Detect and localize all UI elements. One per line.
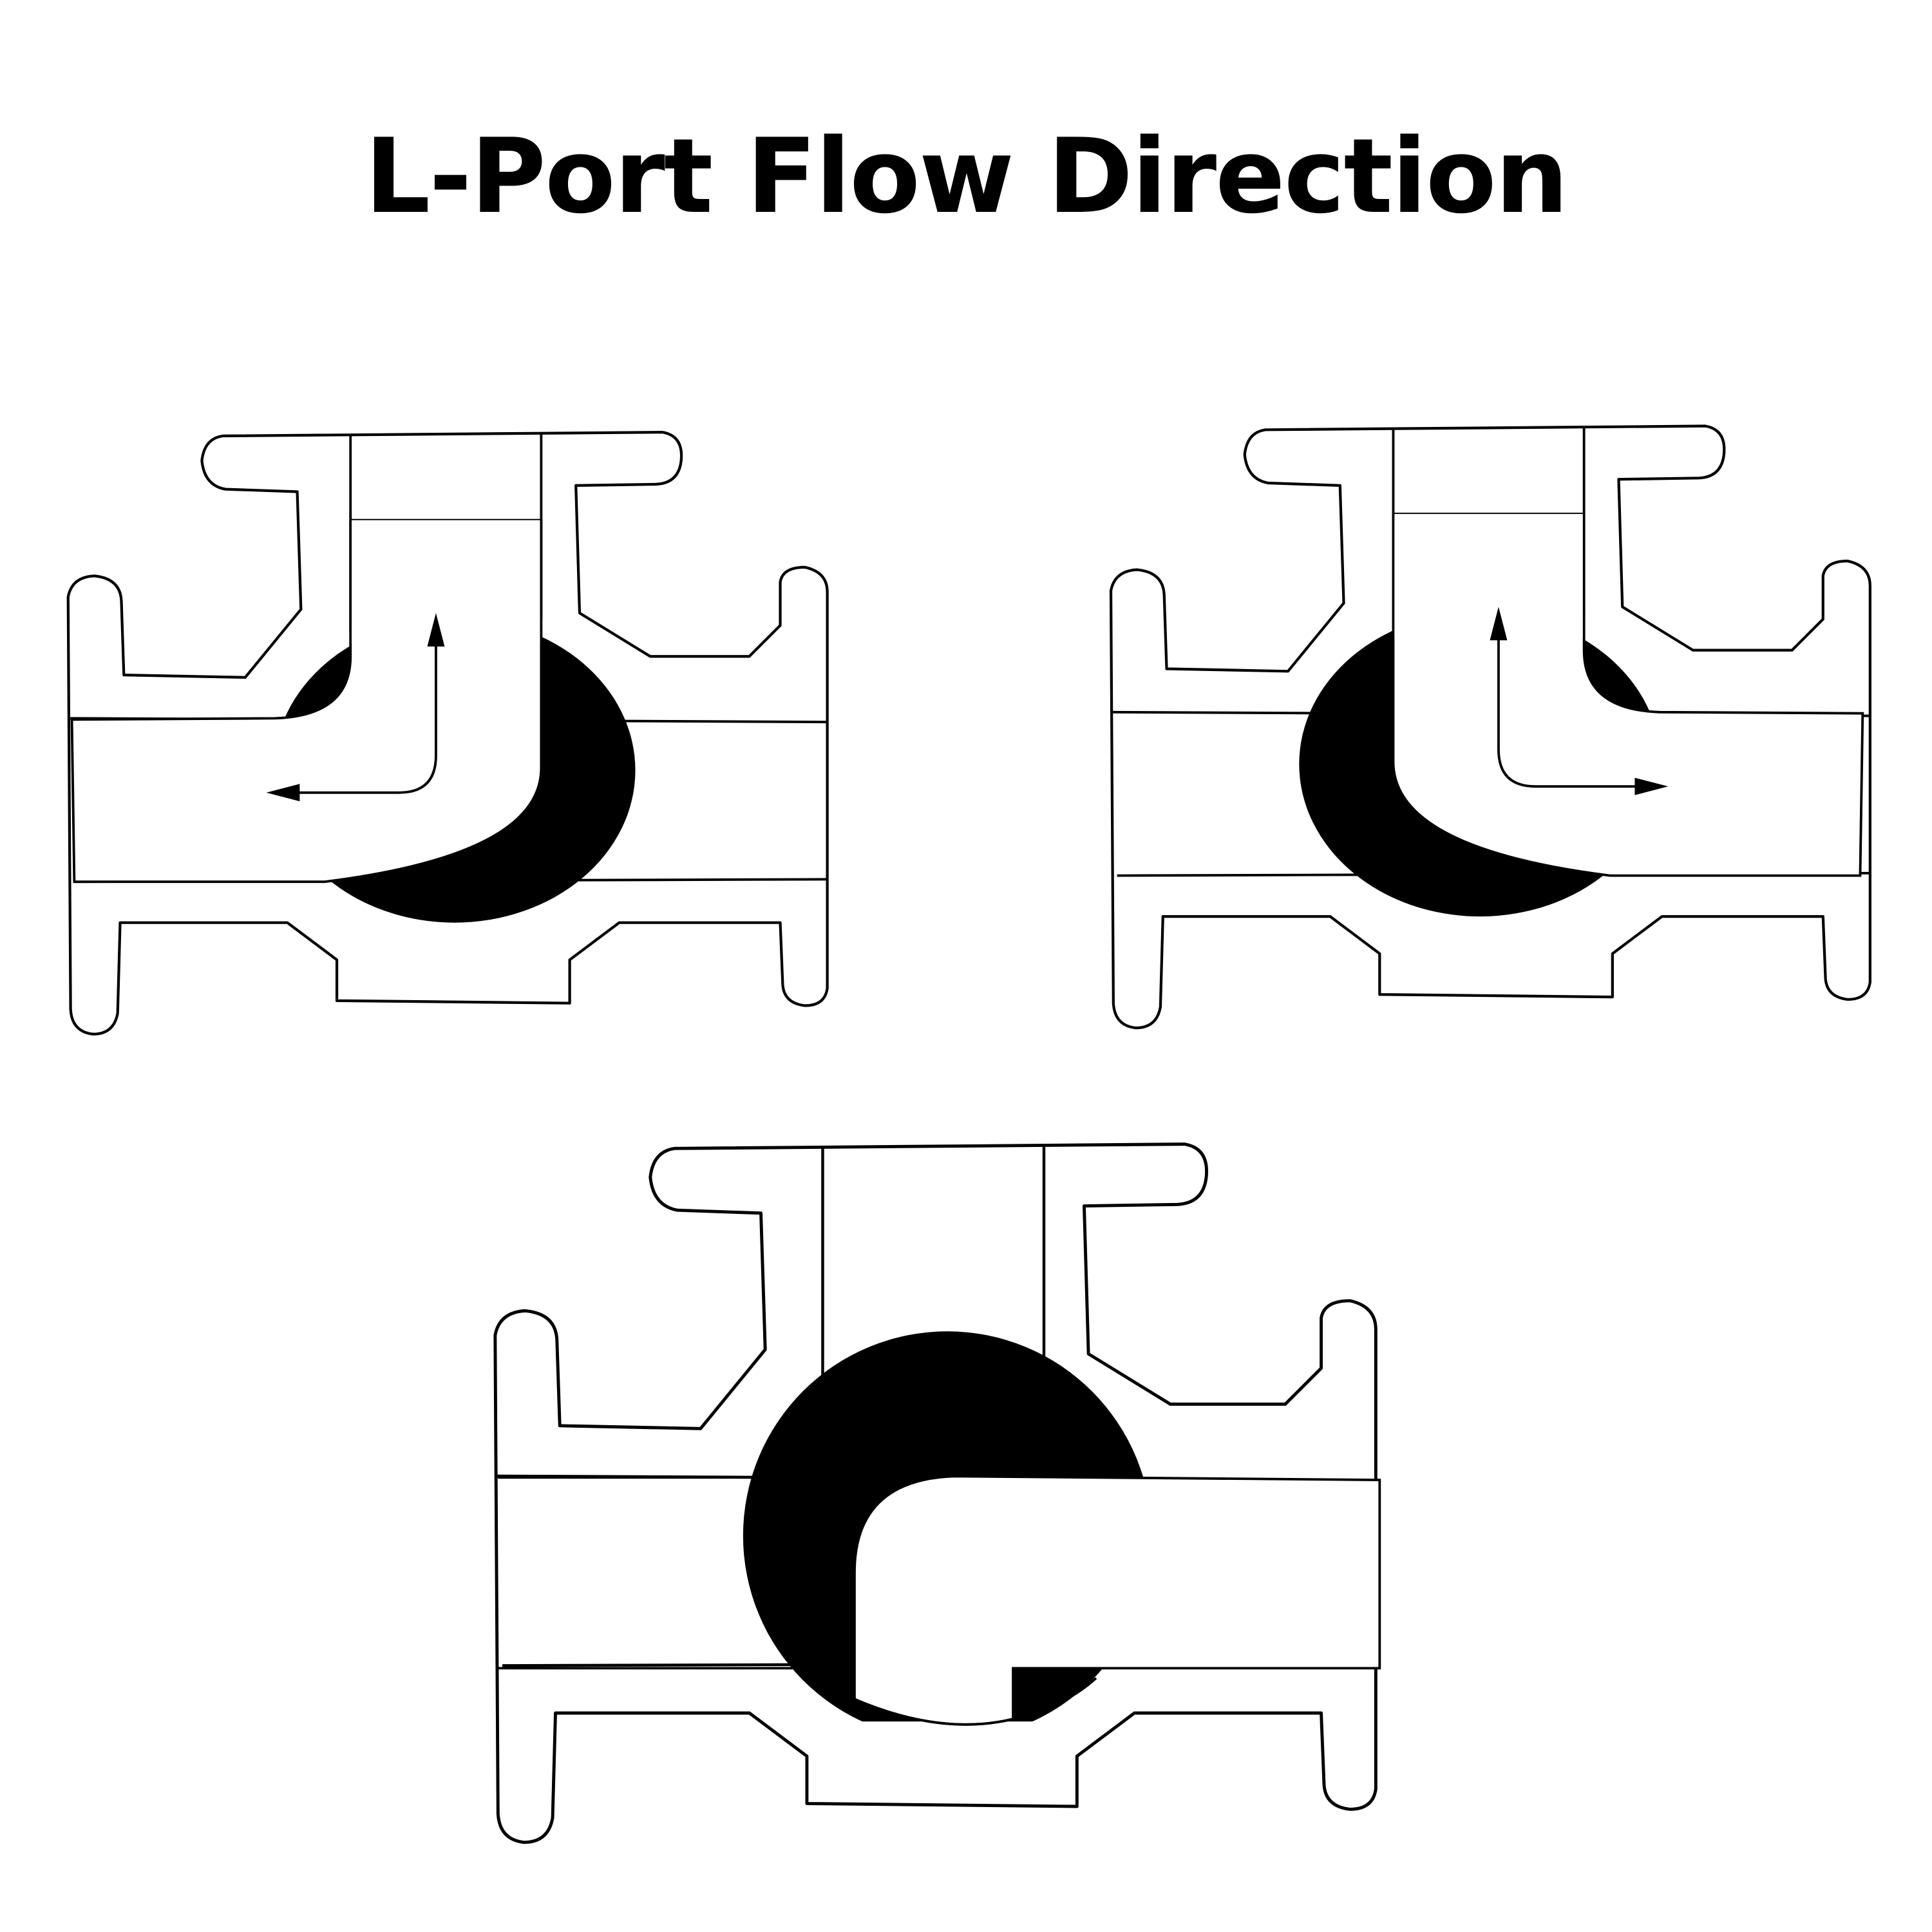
valve-position-1 bbox=[68, 432, 828, 1034]
valve-position-3 bbox=[495, 1144, 1381, 1842]
page-title: L-Port Flow Direction bbox=[365, 116, 1568, 236]
valve-position-2 bbox=[1111, 426, 1870, 1028]
